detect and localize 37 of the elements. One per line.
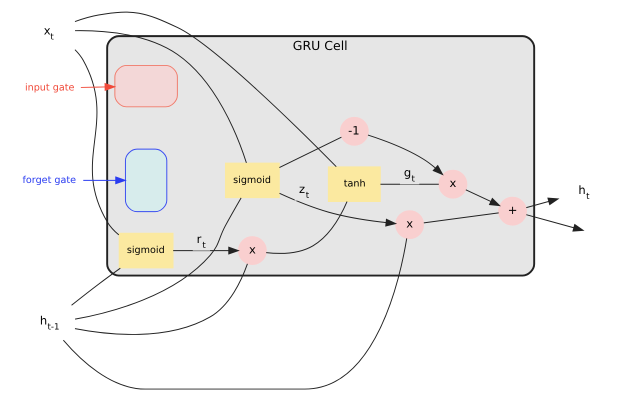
- connector: [70, 268, 120, 306]
- node-circle: +: [498, 196, 526, 226]
- arrow: [278, 192, 397, 227]
- node-text: forget gate: [22, 174, 76, 186]
- node-circle: x: [438, 170, 467, 199]
- arrow: [82, 176, 126, 184]
- connector: [265, 201, 348, 254]
- node-text: input gate: [24, 82, 74, 94]
- node-text: x$_{t}$: [43, 23, 54, 42]
- node-box: [124, 148, 167, 212]
- arrow: [464, 189, 500, 206]
- connector: [74, 197, 242, 320]
- node-box: [114, 64, 178, 108]
- edge-label: g$_{t}$: [403, 166, 414, 185]
- connector: [278, 136, 342, 168]
- connector: [74, 49, 119, 236]
- connector: [74, 263, 248, 335]
- edge-label: r$_{t}$: [196, 232, 206, 251]
- arrow: [172, 246, 240, 255]
- edge-label: z$_{t}$: [298, 182, 309, 201]
- connector: [74, 30, 246, 164]
- node-box: sigmoid: [118, 232, 174, 268]
- node-circle: -1: [339, 116, 368, 146]
- arrow: [525, 214, 584, 232]
- node-circle: x: [237, 236, 266, 265]
- node-text: h$_{t}$: [578, 182, 589, 202]
- arrow: [367, 134, 444, 176]
- connector: [422, 212, 499, 224]
- node-circle: x: [394, 210, 424, 240]
- node-box: sigmoid: [224, 162, 280, 198]
- connector: [379, 184, 439, 185]
- connector: [62, 238, 407, 390]
- node-text: h$_{t-1}$: [39, 314, 60, 333]
- arrow: [525, 198, 559, 208]
- node-box: tanh: [327, 166, 380, 202]
- connector: [74, 12, 336, 168]
- arrow: [80, 82, 116, 91]
